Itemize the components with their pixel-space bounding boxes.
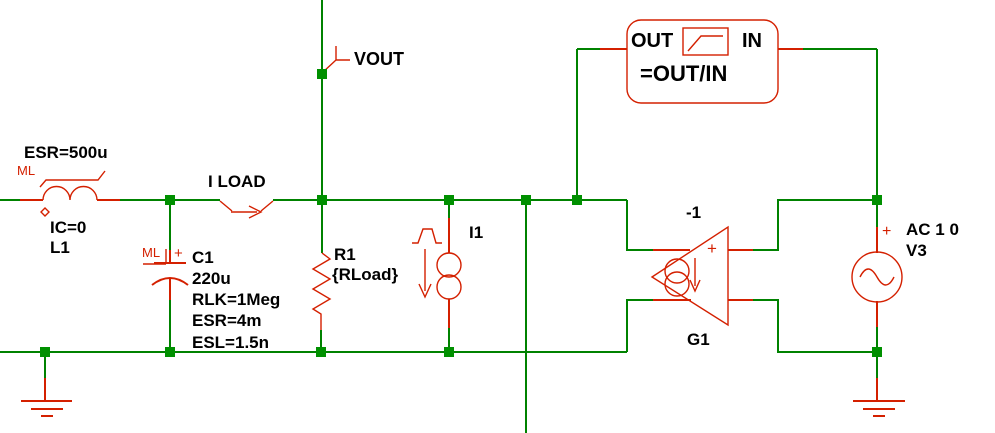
c1-plus-sign: + [174,245,183,262]
c1-rlk-label: RLK=1Meg [192,290,281,309]
capacitor-plate-curved [151,277,189,286]
l1-ic-label: IC=0 [50,218,87,237]
current-source-symbol[interactable] [412,218,462,328]
ramp-icon-box [682,27,729,56]
junction-dot [872,347,882,357]
pulse-waveform-icon [412,228,442,244]
current-probe-flanks [219,200,274,212]
current-source-arrowhead [418,283,432,299]
voltage-source-circle [851,251,903,303]
junction-dot [572,195,582,205]
inductor-coil [42,185,98,201]
junction-dot [165,347,175,357]
junction-dot [317,195,327,205]
current-probe-icon[interactable] [219,200,274,219]
c1-model-label: ML [142,245,161,260]
junction-dot [316,347,326,357]
wire-g1-in-bottom[interactable] [753,299,877,353]
voltage-source-symbol[interactable] [851,227,903,327]
c1-esl-label: ESL=1.5n [192,333,270,352]
l1-model-label: ML [17,163,36,178]
c1-esr-label: ESR=4m [192,311,262,330]
voltage-probe-glyph [321,46,350,74]
c1-value-label: 220u [192,269,231,288]
l1-esr-label: ESR=500u [24,143,108,162]
voltage-probe-icon[interactable] [321,46,350,74]
ground-right-bars [853,400,905,417]
current-source-circle-bottom [436,274,462,300]
ground-symbol-right[interactable] [853,378,905,417]
transfer-function-block[interactable] [600,19,803,104]
inductor-model-bracket [39,170,106,188]
resistor-zigzag [311,252,332,330]
vout-probe-label: VOUT [354,49,405,69]
junction-dot [317,69,327,79]
g1-plus-sign: + [707,239,717,258]
v3-designator: V3 [906,241,927,260]
inductor-polarity-diamond [40,207,50,217]
l1-designator: L1 [50,238,70,257]
wire-g1-out-top[interactable] [626,200,653,251]
ground-symbol-left[interactable] [21,378,72,417]
r1-value-label: {RLoad} [332,265,399,284]
i1-designator: I1 [469,223,484,242]
block-formula-label: =OUT/IN [640,61,728,86]
wire-net[interactable] [0,0,878,433]
r1-designator: R1 [334,245,356,264]
junction-dot [872,195,882,205]
vccs-symbol[interactable] [650,225,753,327]
block-out-label: OUT [631,30,674,52]
ground-left-bars [21,400,72,417]
wire-g1-in-top[interactable] [753,199,877,251]
capacitor-symbol[interactable] [143,249,189,300]
wire-g1-out-bottom[interactable] [626,299,653,352]
g1-gain-label: -1 [686,203,702,222]
block-in-label: IN [742,30,762,52]
vccs-circle-bottom [664,271,690,297]
ramp-waveform-icon [687,35,723,52]
junction-dots [40,69,882,357]
wire-block-left[interactable] [576,48,600,200]
v3-value-label: AC 1 0 [906,220,959,239]
vccs-pins [653,249,753,301]
vccs-triangle [650,225,729,327]
capacitor-model-mark [143,249,167,265]
junction-dot [444,347,454,357]
vccs-circle-top [664,258,690,284]
resistor-symbol[interactable] [311,252,332,330]
sine-wave-icon [859,268,895,286]
iload-probe-label: I LOAD [208,172,266,191]
junction-dot [444,195,454,205]
junction-dot [40,347,50,357]
current-probe-arrowhead [248,205,263,219]
c1-designator: C1 [192,248,214,267]
transfer-block-outline [626,19,779,104]
junction-dot [521,195,531,205]
vccs-arrowhead [689,279,701,293]
current-source-circle-top [436,252,462,278]
inductor-symbol[interactable] [20,170,120,217]
junction-dot [165,195,175,205]
g1-designator: G1 [687,330,710,349]
v3-plus-sign: + [882,223,892,240]
